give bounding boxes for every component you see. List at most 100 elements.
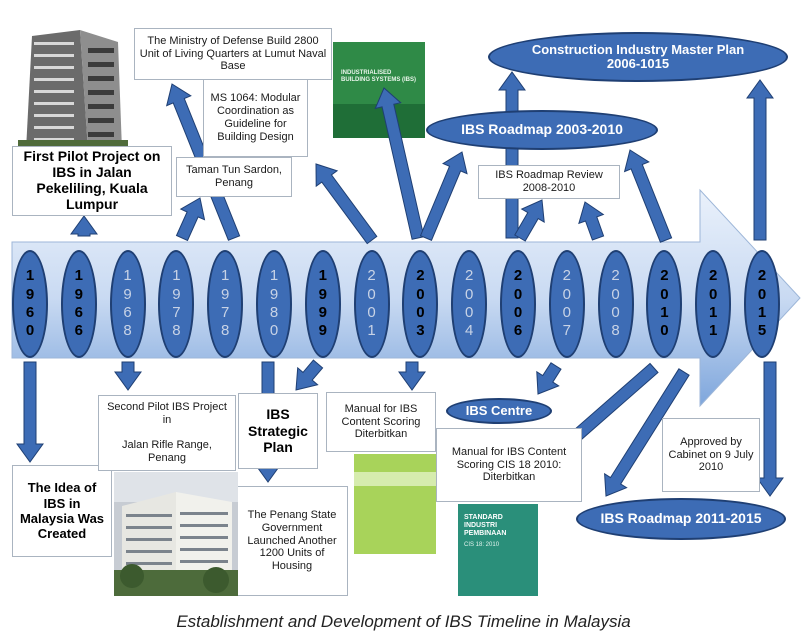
year-digit: 1 (269, 267, 279, 285)
year-digit: 5 (757, 322, 767, 340)
ibs-strategic-plan-box: IBS Strategic Plan (238, 393, 318, 469)
year-digit: 1 (172, 267, 181, 285)
year-digit: 0 (416, 304, 425, 321)
flats-image (114, 472, 238, 596)
arrow-2003-up-roadmap (419, 151, 468, 241)
year-digit: 0 (269, 322, 279, 340)
year-digit: 7 (172, 304, 181, 321)
year-digit: 9 (318, 285, 327, 303)
year-digit: 1 (318, 267, 327, 285)
year-digit: 1 (709, 322, 718, 340)
year-digit: 6 (74, 304, 83, 321)
standard-code: CIS 18: 2010 (464, 542, 500, 548)
year-digit: 0 (513, 285, 523, 303)
year-digit: 0 (562, 304, 571, 321)
year-digit: 1 (660, 304, 669, 321)
year-digit: 2 (660, 267, 669, 285)
arrow-2006-up-review (498, 71, 526, 239)
cis18-standard-document: STANDARD INDUSTRI PEMBINAAN CIS 18: 2010 (458, 504, 538, 596)
year-digit: 2 (416, 267, 425, 285)
year-digit: 2 (562, 267, 571, 285)
arrow-2008-up (578, 201, 605, 241)
manual-2003-box: Manual for IBS Content Scoring Diterbitk… (326, 392, 436, 452)
catalogue-title: INDUSTRIALISED BUILDING SYSTEMS (IBS) (341, 70, 417, 84)
penang-state-box: The Penang State Government Launched Ano… (236, 486, 348, 596)
standard-title: STANDARD INDUSTRI PEMBINAAN (464, 514, 507, 538)
year-digit: 8 (123, 322, 132, 340)
arrow-2006-up-roadmap (514, 199, 545, 242)
approved-by-cabinet-box: Approved by Cabinet on 9 July 2010 (662, 418, 760, 492)
manual-cover-document (354, 454, 436, 554)
year-digit: 0 (465, 304, 474, 321)
year-digit: 8 (269, 304, 279, 321)
arrow-1960-down (16, 361, 44, 463)
ibs-centre-ellipse: IBS Centre (446, 398, 552, 424)
first-pilot-project-box: First Pilot Project on IBS in Jalan Peke… (12, 146, 172, 216)
tower-image (18, 28, 128, 150)
year-digit: 6 (74, 322, 83, 340)
year-digit: 1 (74, 267, 83, 285)
year-digit: 1 (221, 267, 230, 285)
roadmap-2003-ellipse: IBS Roadmap 2003-2010 (426, 110, 658, 150)
ms1064-box: MS 1064: Modular Coordination as Guideli… (203, 79, 308, 157)
second-pilot-box: Second Pilot IBS Project in Jalan Rifle … (98, 395, 236, 471)
year-digit: 9 (172, 285, 181, 303)
year-digit: 6 (123, 304, 132, 321)
year-digit: 2 (757, 267, 767, 285)
year-digit: 0 (465, 285, 474, 303)
year-digit: 9 (221, 285, 230, 303)
arrow-1966-up (70, 215, 98, 237)
arrow-2003-down (398, 361, 426, 391)
year-digit: 0 (611, 304, 620, 321)
year-digit: 2 (513, 267, 523, 285)
year-digit: 1 (367, 322, 376, 340)
year-digit: 2 (709, 267, 718, 285)
ibs-catalogue-document: INDUSTRIALISED BUILDING SYSTEMS (IBS) (333, 42, 425, 138)
arrow-2015-down (756, 361, 784, 497)
year-digit: 0 (513, 304, 523, 321)
arrow-1968-down (114, 361, 142, 391)
penang-flats-photo (114, 472, 238, 596)
year-digit: 0 (709, 285, 718, 303)
manual-cover-band (354, 472, 436, 486)
roadmap-2011-ellipse: IBS Roadmap 2011-2015 (576, 498, 786, 540)
year-digit: 0 (562, 285, 571, 303)
catalogue-band (333, 104, 425, 138)
year-digit: 7 (221, 304, 230, 321)
year-digit: 2 (465, 267, 474, 285)
year-digit: 7 (562, 322, 571, 340)
year-digit: 0 (25, 322, 35, 340)
year-digit: 1 (25, 267, 35, 285)
manual-cis18-box: Manual for IBS Content Scoring CIS 18 20… (436, 428, 582, 502)
year-digit: 8 (611, 322, 620, 340)
arrow-1978-up (175, 197, 206, 242)
year-digit: 9 (269, 285, 279, 303)
arrow-1999-down (295, 359, 324, 391)
year-digit: 8 (221, 322, 230, 340)
arrow-2007-down (536, 362, 562, 395)
year-digit: 0 (367, 285, 376, 303)
cimp-ellipse: Construction Industry Master Plan 2006-1… (488, 32, 788, 82)
year-digit: 0 (416, 285, 425, 303)
year-digit: 8 (172, 322, 181, 340)
arrow-2001-up (315, 163, 378, 245)
year-digit: 0 (611, 285, 620, 303)
year-digit: 9 (74, 285, 83, 303)
year-digit: 1 (709, 304, 718, 321)
roadmap-review-box: IBS Roadmap Review 2008-2010 (478, 165, 620, 199)
ministry-defense-box: The Ministry of Defense Build 2800 Unit … (134, 28, 332, 80)
